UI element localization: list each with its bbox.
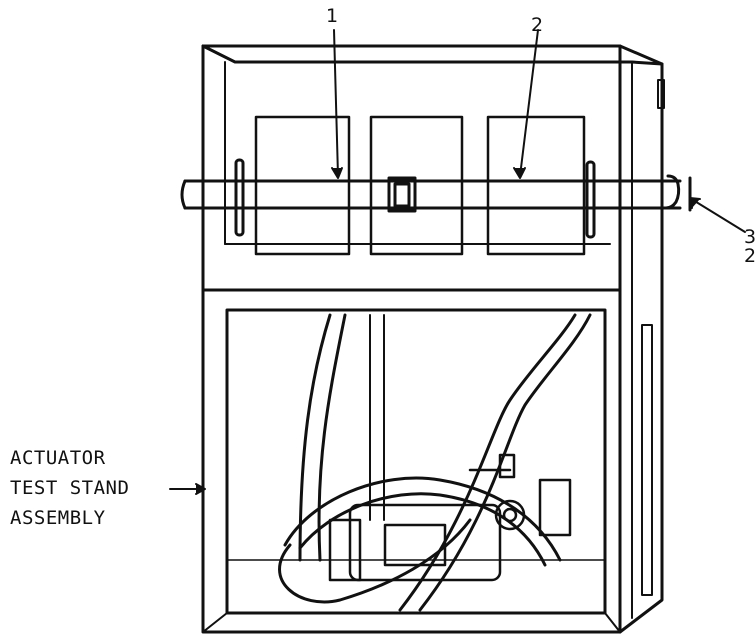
leader-2-arrow <box>513 167 526 179</box>
leader-1-arrow <box>331 167 343 179</box>
actuator-rod <box>180 158 692 239</box>
assembly-label-line3: ASSEMBLY <box>10 507 106 529</box>
leader-1 <box>333 29 339 177</box>
cabinet-frame <box>201 44 665 634</box>
leader-3 <box>692 199 746 233</box>
pump-motor <box>328 453 572 582</box>
leader-2 <box>519 29 539 177</box>
assembly-label-line1: ACTUATOR <box>10 447 106 469</box>
upper-panel-center <box>369 115 464 256</box>
upper-panels <box>254 115 586 256</box>
leader-assembly-arrow <box>195 483 206 495</box>
upper-panel-right <box>486 115 586 256</box>
assembly-label-line2: TEST STAND <box>10 477 129 499</box>
callout-3-top: 3 <box>744 226 756 248</box>
leader-lines <box>169 29 746 495</box>
leader-3-arrow <box>689 197 701 209</box>
upper-panel-left <box>254 115 351 256</box>
callout-3-bottom: 2 <box>744 245 756 267</box>
callout-2: 2 <box>531 14 543 36</box>
lower-compartment <box>202 308 621 633</box>
callout-1: 1 <box>326 5 338 27</box>
